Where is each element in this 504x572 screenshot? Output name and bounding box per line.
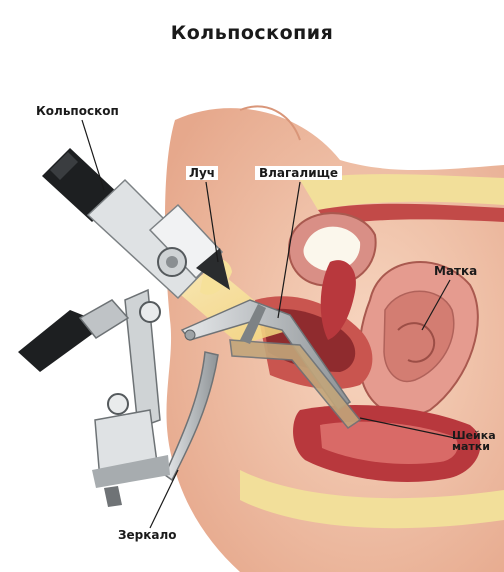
label-vagina: Влагалище [255, 166, 342, 180]
page-title: Кольпоскопия [0, 22, 504, 44]
label-speculum: Зеркало [118, 528, 177, 542]
label-uterus: Матка [434, 264, 477, 278]
label-cervix: Шейка матки [452, 430, 504, 452]
label-ray: Луч [186, 166, 218, 180]
label-colposcope: Кольпоскоп [36, 104, 119, 118]
